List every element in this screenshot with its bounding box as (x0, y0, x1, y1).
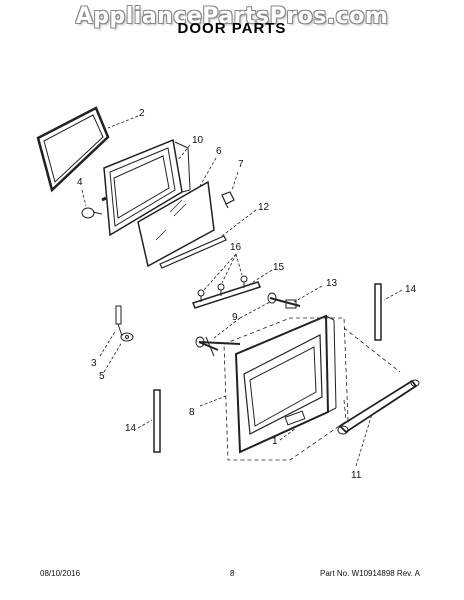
callout-12: 12 (258, 202, 270, 213)
callout-1: 1 (272, 436, 278, 447)
page-title: DOOR PARTS (177, 20, 287, 37)
door-hinges-part-9 (195, 336, 241, 357)
callout-15: 15 (273, 262, 285, 273)
footer-page-number: 8 (230, 569, 235, 578)
footer-date: 08/10/2016 (40, 569, 81, 578)
callout-2: 2 (139, 108, 145, 119)
callout-11: 11 (351, 470, 362, 481)
callout-13: 13 (326, 278, 338, 289)
door-switch-part-3 (115, 305, 123, 337)
door-gasket-part-2 (36, 106, 110, 193)
watermark: AppliancePartsPros.com (75, 4, 389, 29)
callout-9: 9 (232, 312, 238, 323)
door-trim-part-15 (192, 281, 261, 309)
inner-door-frame-part-10 (101, 138, 191, 237)
wire-harness-part-5 (120, 332, 134, 342)
callout-7: 7 (238, 159, 244, 170)
callout-8: 8 (189, 407, 195, 418)
hinge-part-13 (267, 292, 301, 309)
glass-retainer-part-12 (159, 235, 227, 269)
callout-14-left: 14 (125, 423, 137, 434)
callout-14-right: 14 (405, 284, 417, 295)
callout-16: 16 (230, 242, 242, 253)
callout-3: 3 (91, 358, 97, 369)
door-handle-part-11 (337, 379, 420, 435)
leader-lines (81, 115, 403, 467)
callout-6: 6 (216, 146, 222, 157)
hinge-screw-part-4 (81, 207, 103, 219)
door-seal-part-14-right (374, 283, 382, 341)
hinge-clip-part-7 (221, 191, 235, 209)
door-glass-part-6 (137, 180, 215, 268)
outer-door-assembly-part-8 (234, 314, 337, 454)
door-seal-part-14-left (153, 389, 161, 453)
callout-4: 4 (77, 177, 83, 188)
callout-10: 10 (192, 135, 204, 146)
footer-part-number: Part No. W10914898 Rev. A (320, 569, 420, 578)
callout-5: 5 (99, 371, 105, 382)
